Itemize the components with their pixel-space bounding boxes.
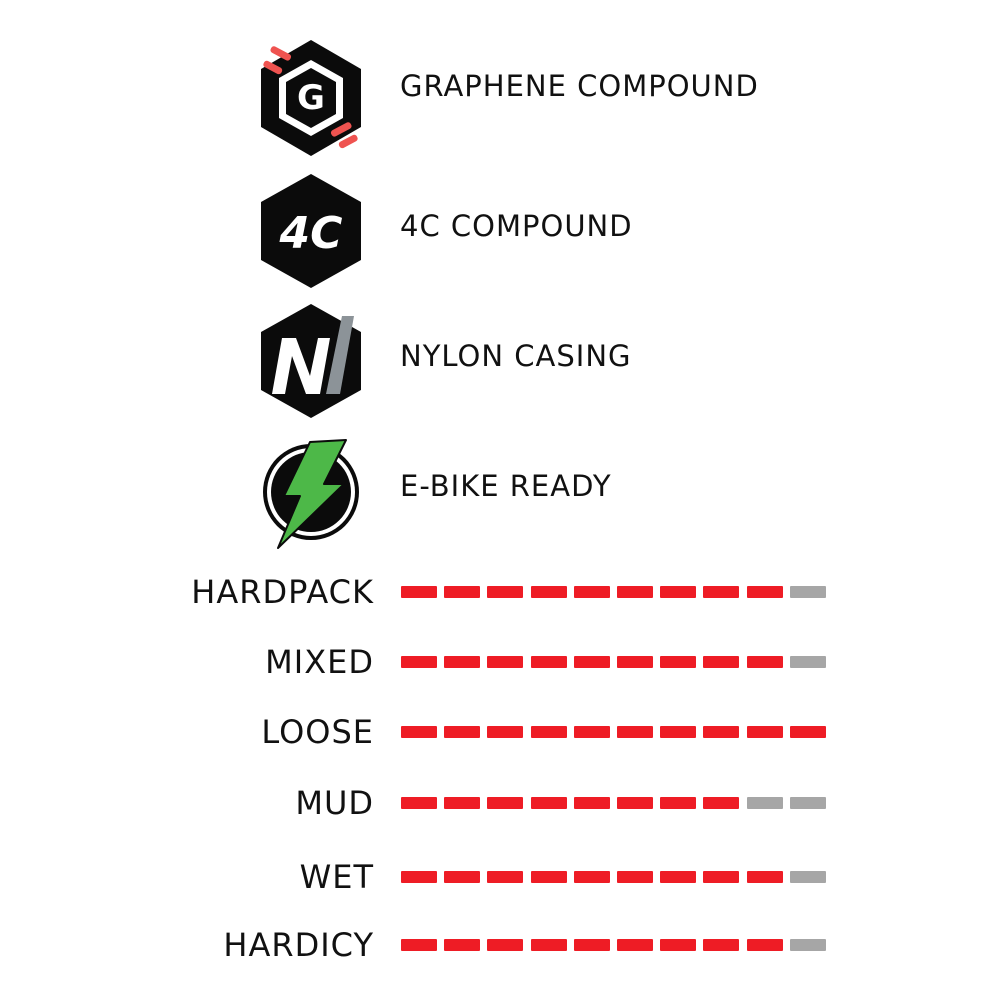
rating-bar [401, 656, 831, 668]
feature-label: NYLON CASING [400, 339, 632, 373]
rating-segment-filled [487, 656, 524, 668]
rating-bar [401, 726, 831, 738]
feature-label: 4C COMPOUND [400, 209, 633, 243]
rating-segment-filled [573, 939, 610, 951]
rating-segment-filled [789, 726, 826, 738]
rating-segment-filled [660, 797, 697, 809]
rating-segment-filled [401, 656, 437, 668]
rating-segment-filled [617, 939, 653, 951]
rating-segment-filled [660, 939, 697, 951]
rating-segment-filled [487, 797, 524, 809]
rating-segment-filled [444, 797, 481, 809]
rating-segment-filled [703, 797, 740, 809]
svg-text:G: G [297, 78, 325, 118]
rating-loose: LOOSE [0, 712, 1000, 752]
rating-segment-filled [401, 586, 437, 598]
graphene-g-icon: G [258, 38, 364, 158]
lightning-bolt-icon [258, 434, 364, 552]
rating-segment-filled [444, 871, 481, 883]
rating-segment-filled [573, 586, 610, 598]
rating-segment-filled [530, 656, 567, 668]
rating-segment-filled [401, 939, 437, 951]
4c-compound-icon: 4C [258, 172, 364, 290]
rating-segment-empty [789, 871, 826, 883]
rating-segment-filled [573, 656, 610, 668]
rating-segment-filled [617, 586, 653, 598]
rating-segment-filled [530, 939, 567, 951]
rating-segment-filled [530, 871, 567, 883]
rating-label: WET [299, 858, 374, 896]
rating-segment-filled [746, 726, 783, 738]
rating-segment-empty [789, 797, 826, 809]
rating-segment-filled [487, 871, 524, 883]
rating-segment-filled [401, 726, 437, 738]
rating-hardpack: HARDPACK [0, 572, 1000, 612]
rating-label: MUD [295, 784, 374, 822]
rating-segment-filled [401, 871, 437, 883]
rating-segment-filled [487, 586, 524, 598]
rating-label: HARDPACK [191, 573, 374, 611]
rating-segment-empty [789, 656, 826, 668]
rating-segment-filled [617, 797, 653, 809]
rating-segment-filled [660, 871, 697, 883]
rating-segment-empty [789, 939, 826, 951]
rating-bar [401, 586, 831, 598]
rating-segment-filled [487, 939, 524, 951]
rating-segment-empty [789, 586, 826, 598]
rating-segment-filled [573, 871, 610, 883]
rating-segment-filled [401, 797, 437, 809]
rating-segment-filled [703, 871, 740, 883]
rating-segment-filled [703, 586, 740, 598]
rating-segment-filled [444, 939, 481, 951]
rating-segment-filled [530, 797, 567, 809]
rating-segment-filled [703, 939, 740, 951]
rating-segment-filled [444, 726, 481, 738]
rating-hardicy: HARDICY [0, 925, 1000, 965]
rating-segment-filled [703, 726, 740, 738]
rating-segment-filled [617, 726, 653, 738]
rating-segment-filled [660, 586, 697, 598]
rating-segment-filled [487, 726, 524, 738]
svg-text:4C: 4C [279, 208, 343, 259]
rating-label: LOOSE [261, 713, 374, 751]
rating-segment-filled [617, 656, 653, 668]
rating-mud: MUD [0, 783, 1000, 823]
rating-segment-filled [746, 871, 783, 883]
rating-label: HARDICY [223, 926, 374, 964]
rating-segment-empty [746, 797, 783, 809]
rating-segment-filled [444, 586, 481, 598]
rating-bar [401, 871, 831, 883]
rating-segment-filled [617, 871, 653, 883]
rating-segment-filled [746, 586, 783, 598]
rating-bar [401, 797, 831, 809]
rating-segment-filled [573, 726, 610, 738]
rating-wet: WET [0, 857, 1000, 897]
feature-label: GRAPHENE COMPOUND [400, 69, 759, 103]
nylon-casing-icon [258, 302, 364, 420]
rating-label: MIXED [265, 643, 374, 681]
feature-label: E-BIKE READY [400, 469, 612, 503]
rating-segment-filled [660, 726, 697, 738]
rating-segment-filled [530, 586, 567, 598]
rating-segment-filled [660, 656, 697, 668]
rating-segment-filled [703, 656, 740, 668]
rating-segment-filled [746, 656, 783, 668]
rating-segment-filled [573, 797, 610, 809]
rating-segment-filled [746, 939, 783, 951]
rating-bar [401, 939, 831, 951]
rating-segment-filled [444, 656, 481, 668]
rating-segment-filled [530, 726, 567, 738]
rating-mixed: MIXED [0, 642, 1000, 682]
